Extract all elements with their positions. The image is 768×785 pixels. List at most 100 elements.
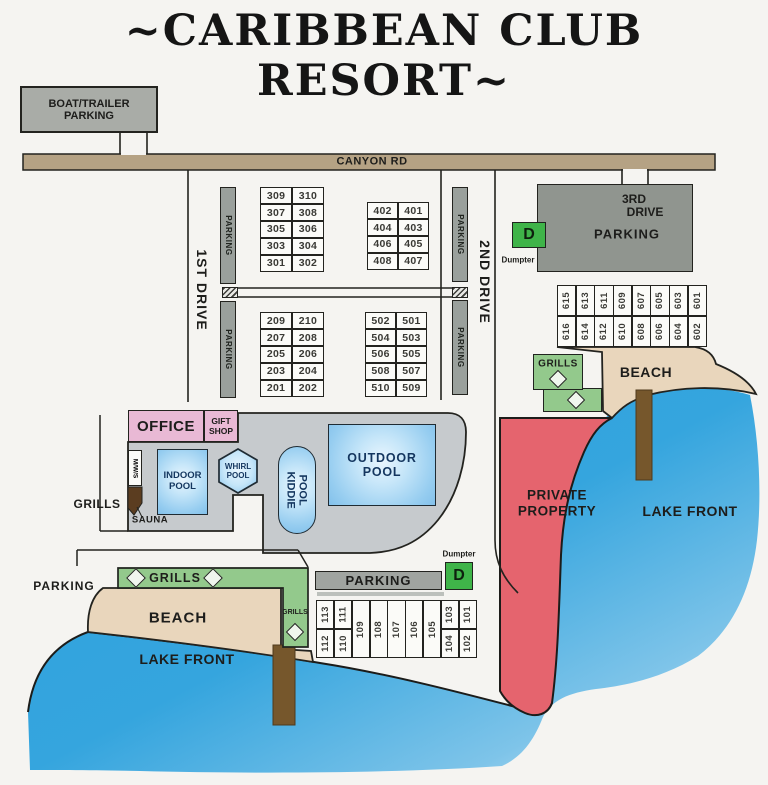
dumpster-d: D <box>523 226 535 243</box>
dumpster-bottom-label: Dumpter <box>442 549 476 559</box>
unit-cell: 506 <box>366 346 396 363</box>
whirl-pool-label-2: POOL <box>226 471 250 480</box>
unit-cell: 501 <box>396 313 426 329</box>
parking-bar-label: PARKING <box>345 573 412 588</box>
unit-cell: 106 <box>406 601 423 657</box>
unit-cell: 504 <box>366 329 396 346</box>
unit-cell: 601 <box>688 286 706 316</box>
road-hatch-left <box>222 287 238 298</box>
unit-cell: 209 <box>261 313 292 329</box>
unit-cell: 608 <box>632 316 650 346</box>
unit-cell: 101 <box>459 601 476 629</box>
unit-cell: 605 <box>651 286 669 316</box>
grills-right-label: GRILLS <box>538 358 578 370</box>
sauna-label: SAUNA <box>131 514 169 526</box>
grills-strip-shape <box>117 567 309 648</box>
unit-cell: 305 <box>261 221 292 238</box>
whirl-pool-label-1: WHIRL <box>224 461 252 471</box>
outdoor-pool-label-2: POOL <box>362 465 402 479</box>
unit-cell: 306 <box>292 221 323 238</box>
beach-left-label: BEACH <box>148 609 208 627</box>
unit-cell: 607 <box>632 286 650 316</box>
unit-cell: 612 <box>595 316 613 346</box>
unit-cell: 104 <box>441 629 459 657</box>
unit-cell: 611 <box>595 286 613 316</box>
office: OFFICE <box>128 410 204 442</box>
unit-cell: 405 <box>398 236 428 253</box>
lake-front-left-label: LAKE FRONT <box>139 650 235 667</box>
unit-cell: 507 <box>396 363 426 380</box>
parking-left-label: PARKING <box>33 579 95 594</box>
road-hatch-right <box>452 287 468 298</box>
pier-left <box>272 644 296 726</box>
beach-right-shape <box>556 346 758 420</box>
unit-cell: 203 <box>261 363 292 380</box>
whirl-pool-label: WHIRL POOL <box>225 462 251 480</box>
sauna-pointer-line <box>136 506 143 518</box>
unit-cell: 108 <box>370 601 387 657</box>
unit-cell: 503 <box>396 329 426 346</box>
unit-cell: 401 <box>398 203 428 219</box>
grills-strip-label: GRILLS <box>149 570 201 585</box>
dumpster-d: D <box>453 567 465 584</box>
office-label: OFFICE <box>137 417 195 435</box>
unit-cell: 310 <box>292 188 323 204</box>
parking-bar: PARKING <box>315 571 442 590</box>
parking-strip-label: PARKING <box>223 215 233 256</box>
lake-water <box>28 388 760 773</box>
unit-cell: 103 <box>441 601 459 629</box>
unit-cell: 208 <box>292 329 323 346</box>
unit-cell: 309 <box>261 188 292 204</box>
unit-cell: 615 <box>558 286 576 316</box>
indoor-pool: INDOOR POOL <box>157 449 208 515</box>
unit-cell: 307 <box>261 204 292 221</box>
unit-cell: 609 <box>614 286 632 316</box>
unit-cell: 202 <box>292 380 323 396</box>
third-drive-stub <box>623 169 647 185</box>
dumpster-top-label: Dumpter <box>501 255 535 265</box>
outdoor-pool: OUTDOOR POOL <box>328 424 436 506</box>
kiddie-pool-label: POOL KIDDIE <box>285 471 309 508</box>
resort-title: ~CARIBBEAN CLUB RESORT~ <box>124 6 644 106</box>
grills-small-label: GRILLS <box>282 608 308 616</box>
unit-cell: 613 <box>576 286 594 316</box>
parking-strip-2: PARKING <box>220 301 236 398</box>
outdoor-pool-label-1: OUTDOOR <box>347 451 417 465</box>
canyon-rd-label: CANYON RD <box>336 155 408 168</box>
dumpster-top: D <box>512 222 546 248</box>
unit-cell: 206 <box>292 346 323 363</box>
unit-cell: 102 <box>459 629 476 657</box>
unit-cell: 407 <box>398 253 428 269</box>
unit-cell: 303 <box>261 238 292 255</box>
cross-road-lines <box>222 287 468 298</box>
whirl-pool-shape <box>218 448 258 494</box>
private-property-label: PRIVATE PROPERTY <box>518 487 596 518</box>
unit-cell: 205 <box>261 346 292 363</box>
unit-cell: 402 <box>368 203 398 219</box>
unit-cell: 201 <box>261 380 292 396</box>
unit-cell: 304 <box>292 238 323 255</box>
unit-cell: 603 <box>670 286 688 316</box>
unit-cell: 308 <box>292 204 323 221</box>
third-drive-parking: 3RD DRIVE PARKING <box>537 184 693 272</box>
second-drive-label: 2ND DRIVE <box>477 240 494 324</box>
unit-cell: 610 <box>614 316 632 346</box>
unit-cell: 112 <box>317 629 334 657</box>
third-drive-label-2: DRIVE <box>626 205 664 220</box>
unit-cell: 403 <box>398 219 428 236</box>
indoor-pool-label-1: INDOOR <box>163 470 202 482</box>
unit-cell: 408 <box>368 253 398 269</box>
unit-cell: 510 <box>366 380 396 396</box>
walkway-lines <box>76 415 309 568</box>
boat-stub-lines <box>119 133 148 154</box>
lake-front-right-label: LAKE FRONT <box>642 502 738 519</box>
unit-cell: 502 <box>366 313 396 329</box>
beach-right-label: BEACH <box>619 363 673 380</box>
gift-shop: GIFT SHOP <box>204 410 238 442</box>
unit-cell: 113 <box>317 601 334 629</box>
gift-shop-label-1: GIFT <box>211 416 231 426</box>
unit-cell: 110 <box>334 629 352 657</box>
